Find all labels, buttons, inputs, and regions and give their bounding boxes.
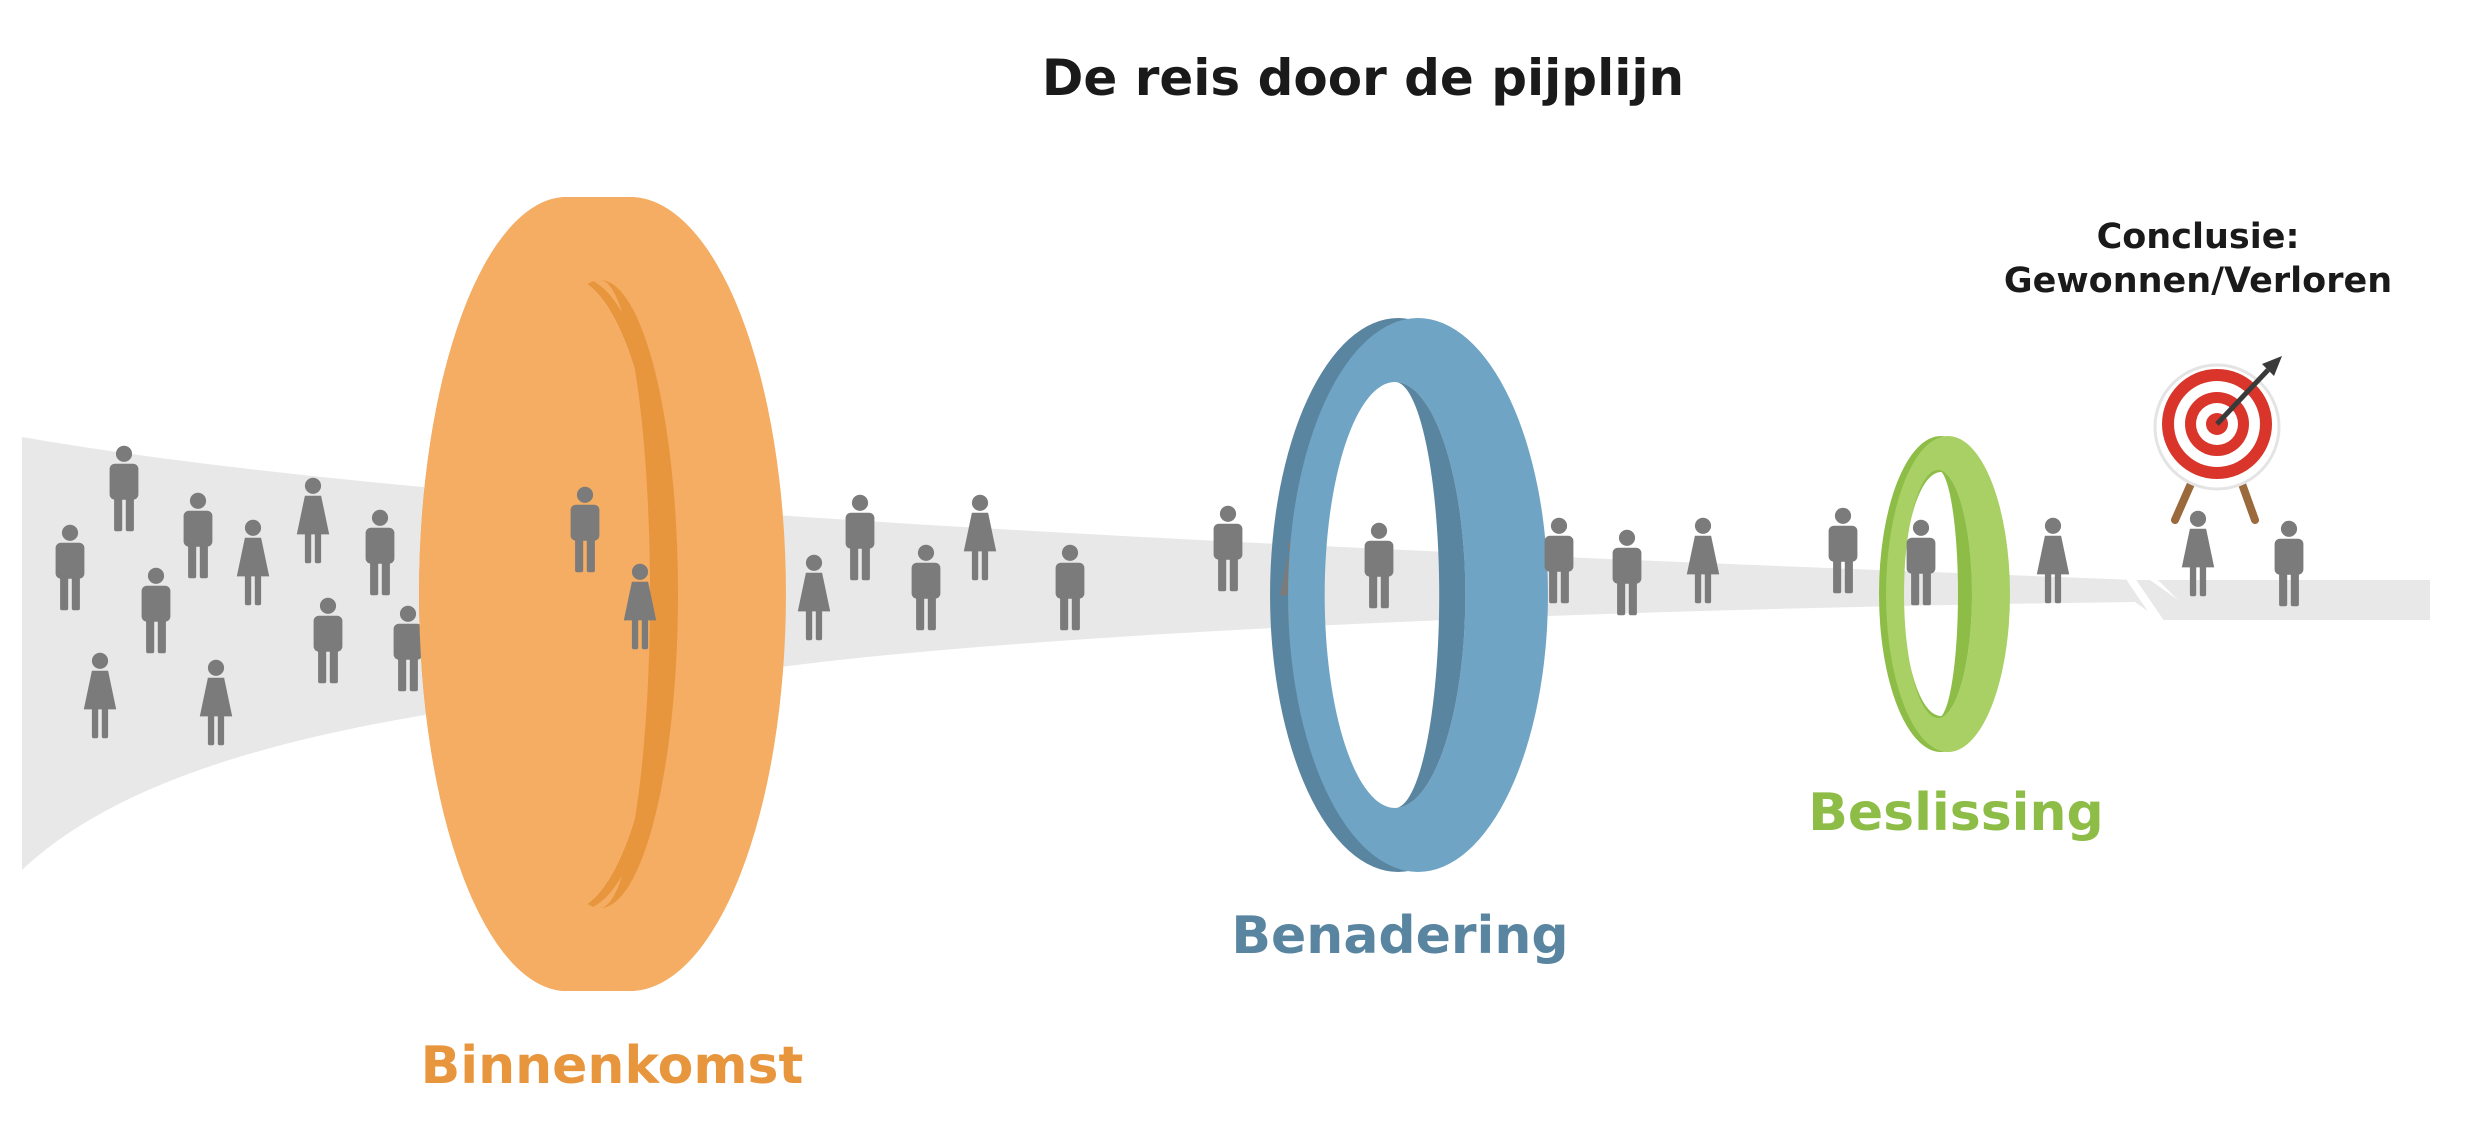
- ring-benadering-mid: [1395, 382, 1466, 808]
- ring-benadering-front: [1288, 318, 1548, 872]
- diagram-title: De reis door de pijplijn: [1042, 49, 1684, 107]
- ring-beslissing-front: [1886, 436, 2010, 752]
- ring-beslissing-mid: [1938, 470, 1972, 718]
- ring-binnenkomst-mid: [600, 280, 678, 908]
- stage-label-binnenkomst: Binnenkomst: [421, 1036, 804, 1096]
- stage-label-beslissing: Beslissing: [1808, 783, 2103, 843]
- target-icon: [2153, 356, 2282, 524]
- arrow-icon: [2215, 356, 2282, 426]
- conclusion-line-2: Gewonnen/Verloren: [2004, 261, 2392, 301]
- conclusion-line-1: Conclusie:: [2097, 217, 2300, 257]
- ring-binnenkomst-right: [474, 197, 786, 991]
- pipeline-break: [2126, 575, 2164, 625]
- stage-label-benadering: Benadering: [1231, 906, 1568, 966]
